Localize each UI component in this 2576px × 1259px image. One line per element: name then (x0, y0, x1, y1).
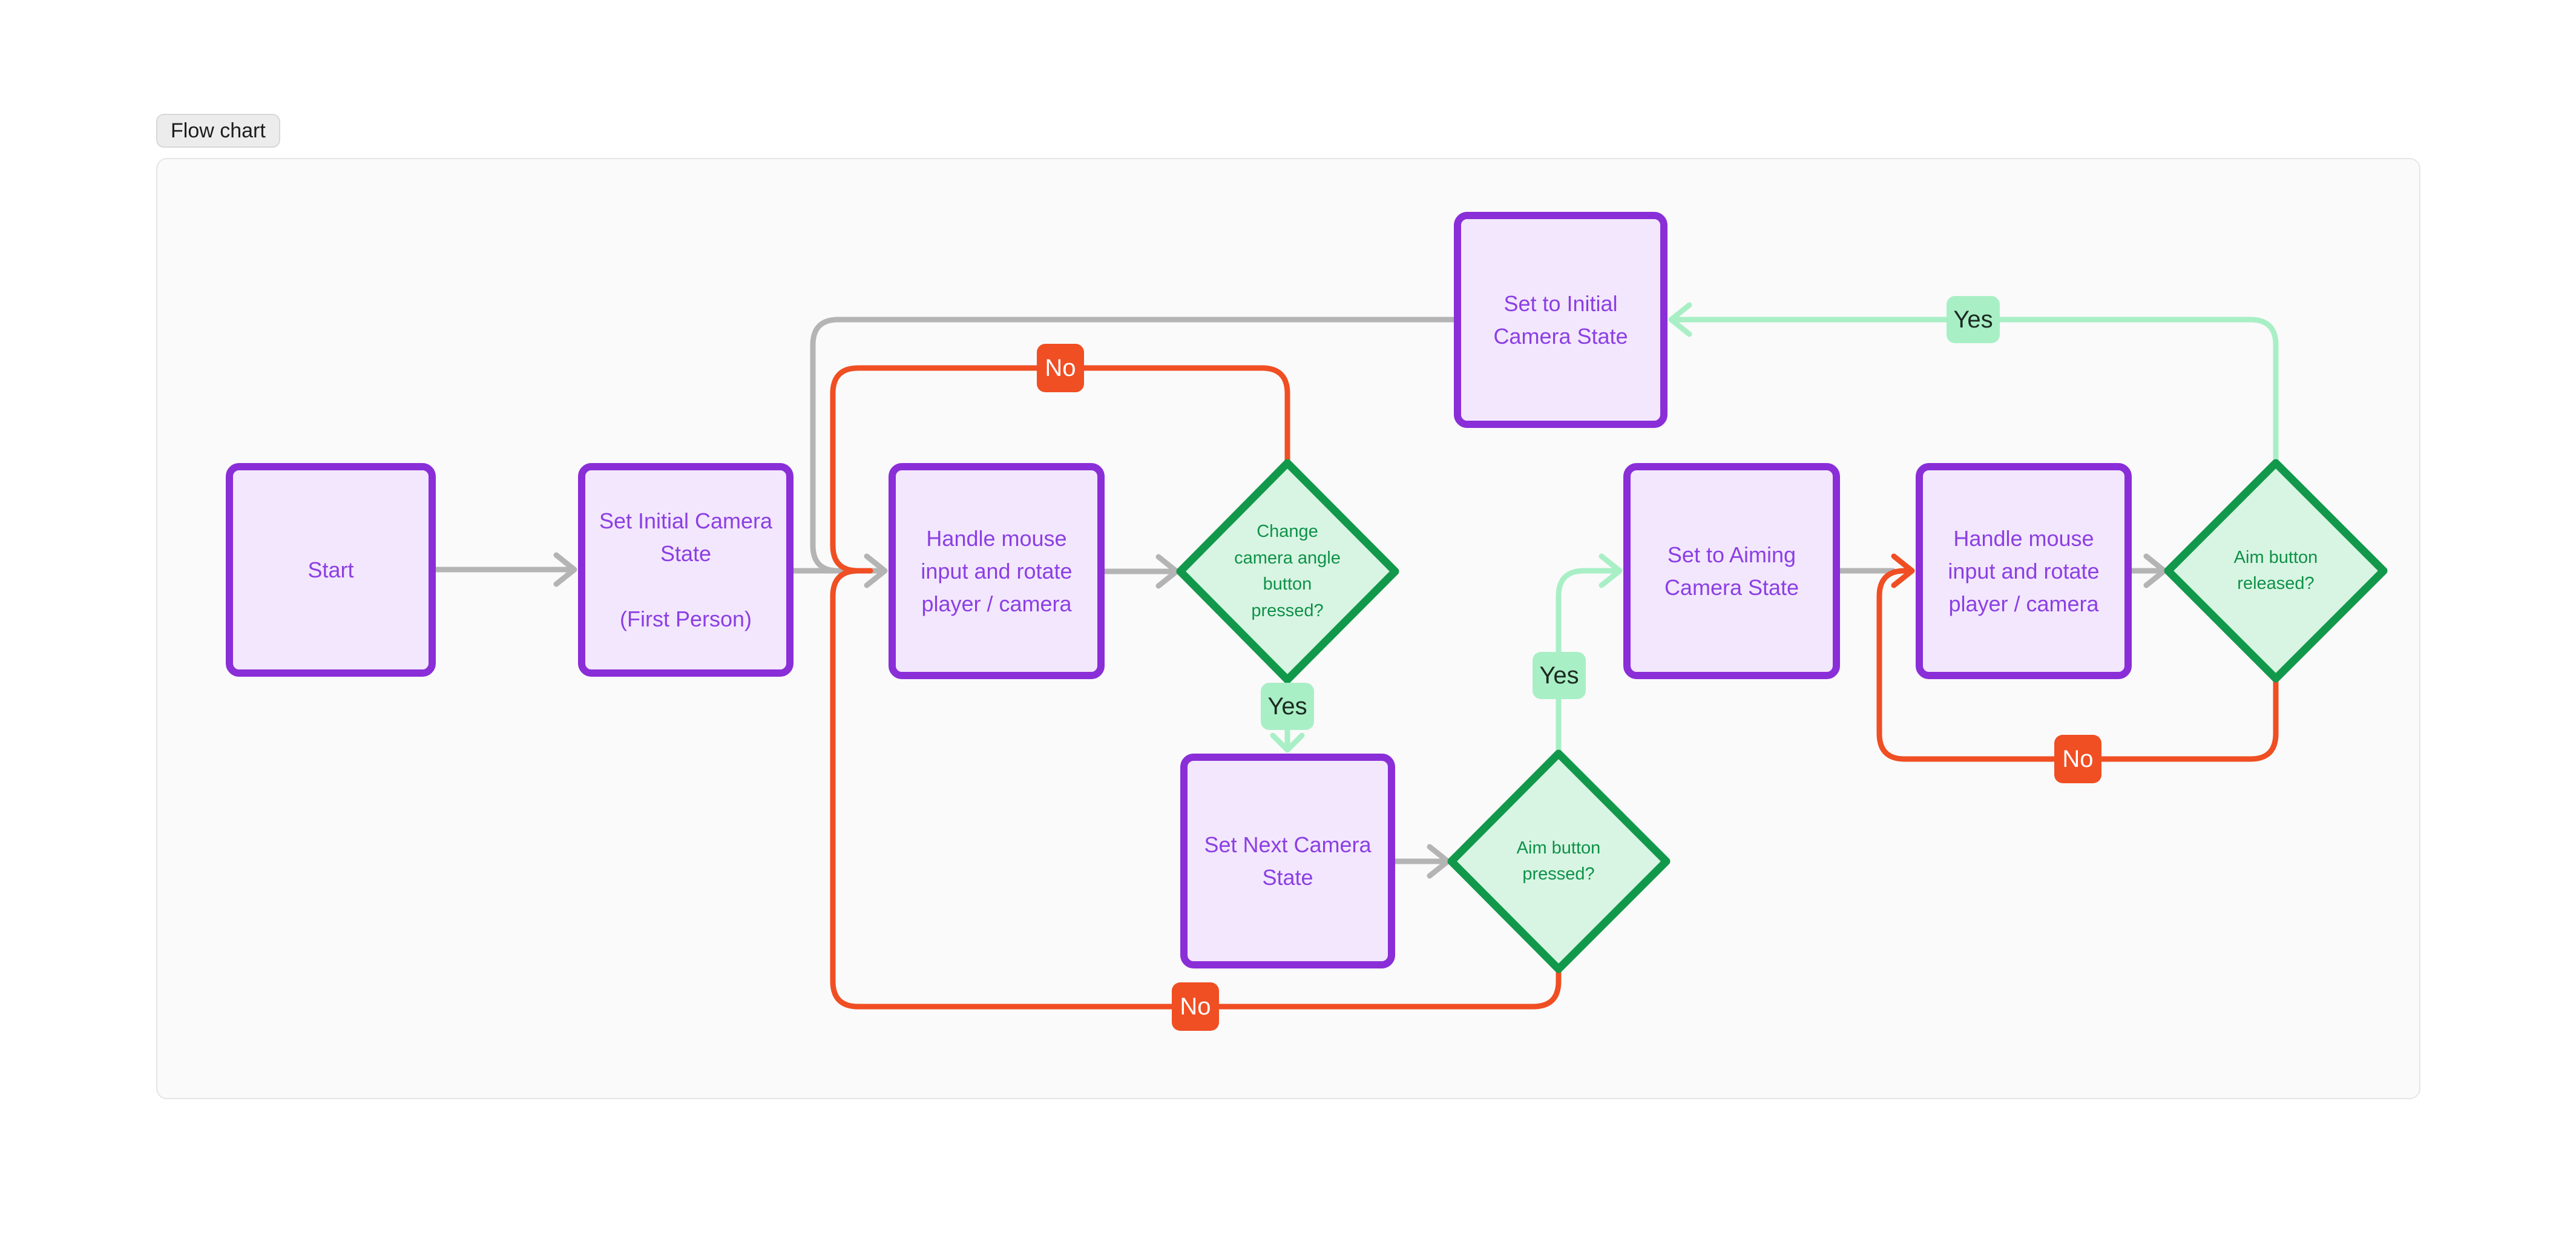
node-set-initial-camera-state[interactable]: Set Initial Camera State (First Person) (578, 463, 794, 677)
edge-label-yes-change-angle[interactable]: Yes (1261, 683, 1314, 730)
node-set-to-initial-camera-state-label: Set to Initial Camera State (1493, 291, 1628, 349)
node-set-initial-camera-state-label: Set Initial Camera State (First Person) (599, 508, 773, 631)
node-set-to-initial-camera-state[interactable]: Set to Initial Camera State (1454, 212, 1668, 428)
edge-yes-aimpressed-to-setaiming[interactable] (1556, 568, 1619, 757)
node-set-to-aiming-camera-state-label: Set to Aiming Camera State (1664, 542, 1799, 600)
edge-label-no-change-angle[interactable]: No (1037, 344, 1084, 392)
node-handle-mouse-1-label: Handle mouse input and rotate player / c… (921, 525, 1073, 616)
edge-label-no-aim-pressed[interactable]: No (1172, 982, 1219, 1031)
decision-aim-button-pressed[interactable] (1447, 749, 1671, 973)
arrowhead-into-setinitial (553, 552, 577, 587)
edge-label-yes-aim-released[interactable]: Yes (1947, 296, 2000, 343)
edge-yes-aimreleased-to-settoinitial[interactable] (1672, 317, 2279, 466)
frame-title-pill[interactable]: Flow chart (156, 114, 280, 148)
decision-change-camera-angle[interactable] (1176, 459, 1399, 684)
node-set-next-camera-state-label: Set Next Camera State (1204, 832, 1372, 890)
arrowhead-into-setaiming (1598, 553, 1623, 588)
frame-title-text: Flow chart (171, 119, 266, 142)
edge-no-aimpressed-to-handle1[interactable] (830, 568, 1562, 1010)
node-set-next-camera-state[interactable]: Set Next Camera State (1180, 754, 1395, 968)
arrowhead-into-settoinitial (1668, 302, 1692, 337)
edge-no-aimreleased-to-handle2[interactable] (1876, 568, 2279, 762)
edge-label-no-aim-released[interactable]: No (2054, 735, 2101, 783)
arrowhead-into-handle2 (1891, 553, 1915, 588)
arrowhead-into-handle1 (864, 553, 888, 588)
node-set-to-aiming-camera-state[interactable]: Set to Aiming Camera State (1623, 463, 1840, 679)
node-start-label: Start (307, 557, 354, 582)
node-handle-mouse-2[interactable]: Handle mouse input and rotate player / c… (1916, 463, 2132, 679)
decision-aim-button-released[interactable] (2164, 459, 2388, 683)
arrowhead-into-setnext (1270, 732, 1305, 753)
edge-no-changeangle-to-handle1[interactable] (830, 365, 1290, 574)
node-handle-mouse-1[interactable]: Handle mouse input and rotate player / c… (889, 463, 1105, 679)
node-handle-mouse-2-label: Handle mouse input and rotate player / c… (1948, 525, 2100, 616)
edge-label-yes-aim-pressed[interactable]: Yes (1533, 652, 1586, 699)
node-start[interactable]: Start (226, 463, 436, 677)
